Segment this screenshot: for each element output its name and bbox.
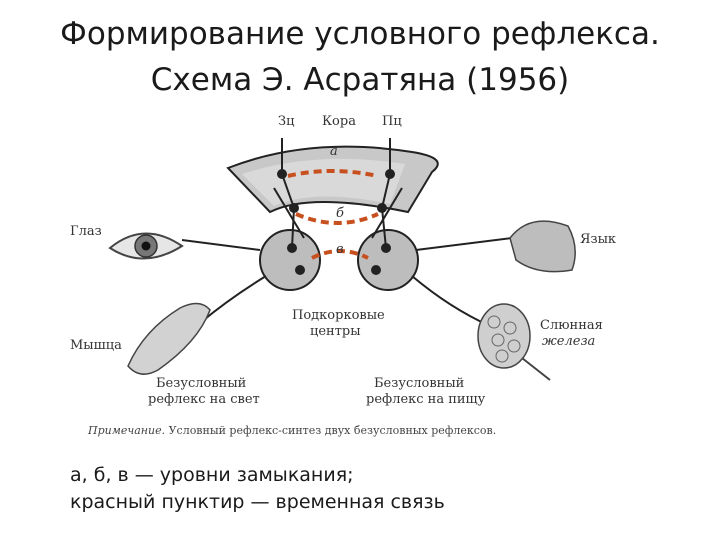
pathway-pc-down	[380, 138, 391, 249]
node-zc-top	[277, 169, 287, 179]
nerve-to-muscle	[199, 275, 267, 324]
slide-title-line2: Схема Э. Асратяна (1956)	[150, 62, 570, 98]
label-eye: Глаз	[70, 224, 102, 239]
label-tongue: Язык	[580, 232, 617, 247]
label-pc: Пц	[382, 114, 402, 129]
node-right-mid	[377, 203, 387, 213]
label-level-v: в	[336, 242, 344, 257]
node-right-low	[371, 265, 381, 275]
label-cortex: Кора	[322, 114, 356, 129]
label-gland-line1: Слюнная	[540, 318, 603, 333]
label-reflex-light-line2: рефлекс на свет	[148, 392, 260, 407]
label-reflex-light-line1: Безусловный	[156, 376, 247, 391]
subcortical-center-right	[357, 229, 419, 291]
subcortical-center-left	[259, 229, 321, 291]
link-level-b	[295, 212, 379, 225]
legend-line2: красный пунктир — временная связь	[70, 491, 445, 513]
label-subcortical-line2: центры	[310, 324, 361, 339]
node-left-sub	[287, 243, 297, 253]
label-level-b: б	[336, 206, 344, 221]
node-right-sub	[381, 243, 391, 253]
diagram-note: Примечание. Условный рефлекс-синтез двух…	[88, 424, 496, 437]
nerve-to-eye	[181, 239, 261, 251]
legend-line1: а, б, в — уровни замыкания;	[70, 464, 354, 486]
slide-title-line1: Формирование условного рефлекса.	[60, 16, 660, 52]
label-reflex-food-line2: рефлекс на пищу	[366, 392, 486, 407]
label-reflex-food-line1: Безусловный	[374, 376, 465, 391]
label-level-a: а	[330, 144, 338, 159]
tongue-icon	[509, 220, 576, 273]
label-subcortical-line1: Подкорковые	[292, 308, 385, 323]
pathway-zc-down	[281, 138, 296, 249]
label-gland-line2: железа	[542, 334, 596, 349]
note-prefix: Примечание.	[88, 424, 166, 437]
node-left-low	[295, 265, 305, 275]
legend: а, б, в — уровни замыкания; красный пунк…	[70, 462, 445, 516]
eye-icon	[108, 232, 184, 260]
node-pc-top	[385, 169, 395, 179]
node-left-mid	[289, 203, 299, 213]
pathway-left-cross	[273, 187, 305, 239]
link-level-v	[311, 249, 369, 260]
label-zc: Зц	[278, 114, 295, 129]
nerve-to-tongue	[415, 237, 513, 251]
reflex-diagram: Зц Кора Пц а б в Глаз Язык Мышца Слюнная…	[60, 108, 660, 448]
salivary-gland-icon	[477, 303, 551, 381]
label-muscle: Мышца	[70, 338, 122, 353]
nerve-to-gland	[411, 275, 491, 327]
reflex-diagram-svg	[108, 138, 576, 381]
link-level-a	[287, 169, 379, 178]
muscle-icon	[127, 302, 211, 375]
note-text: Условный рефлекс-синтез двух безусловных…	[165, 424, 497, 437]
pathway-right-cross	[371, 187, 403, 239]
